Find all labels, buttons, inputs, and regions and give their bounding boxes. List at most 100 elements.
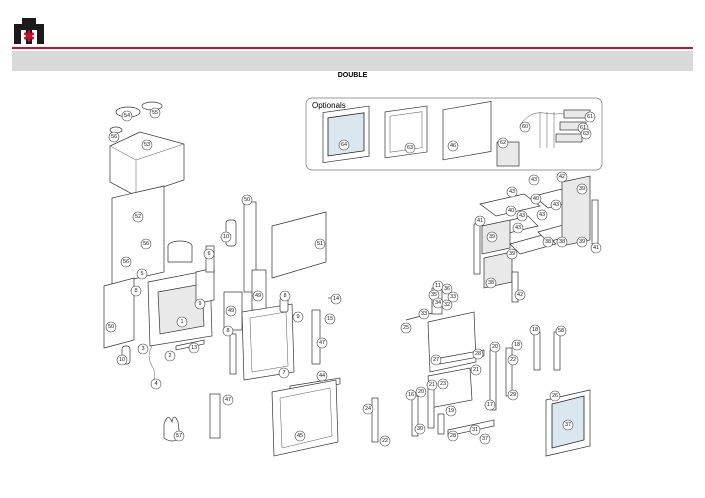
optional-glass-door xyxy=(322,105,370,164)
callout-number: 43 xyxy=(509,189,515,195)
callout-45: 45 xyxy=(294,430,306,442)
callout-37: 37 xyxy=(562,419,574,431)
callout-number: 31 xyxy=(472,427,478,433)
callout-23: 23 xyxy=(437,378,449,390)
callout-25: 25 xyxy=(400,322,412,334)
callout-number: 56 xyxy=(123,259,129,265)
callout-1: 1 xyxy=(176,316,188,328)
callout-number: 43 xyxy=(539,212,545,218)
callout-number: 61 xyxy=(580,125,586,131)
callout-number: 13 xyxy=(191,345,197,351)
callout-17: 17 xyxy=(484,399,496,411)
callout-number: 40 xyxy=(533,196,539,202)
door-frame-8 xyxy=(241,303,295,381)
company-logo-icon xyxy=(12,14,46,46)
callout-51: 51 xyxy=(314,238,326,250)
callout-63: 63 xyxy=(580,128,592,140)
callout-number: 41 xyxy=(477,218,483,224)
callout-16: 16 xyxy=(405,389,417,401)
callout-50: 50 xyxy=(241,194,253,206)
callout-number: 56 xyxy=(111,134,117,140)
rail-47b xyxy=(209,393,221,439)
callout-28: 28 xyxy=(447,430,459,442)
top-hood xyxy=(109,131,185,197)
callout-number: 52 xyxy=(135,214,141,220)
callout-number: 42 xyxy=(559,174,565,180)
callout-22: 22 xyxy=(379,435,391,447)
callout-number: 32 xyxy=(444,302,450,308)
callout-number: 28 xyxy=(450,433,456,439)
callout-35: 35 xyxy=(428,289,440,301)
callout-18: 18 xyxy=(511,339,523,351)
callout-number: 44 xyxy=(319,373,325,379)
callout-33: 33 xyxy=(447,291,459,303)
callout-39: 39 xyxy=(506,248,518,260)
frame-45 xyxy=(271,379,339,457)
callout-number: 3 xyxy=(141,346,144,352)
callout-11: 11 xyxy=(432,280,444,292)
callout-3: 3 xyxy=(137,343,149,355)
callout-43: 43 xyxy=(506,186,518,198)
callout-number: 39 xyxy=(509,251,515,257)
callout-47: 47 xyxy=(222,394,234,406)
callout-number: 20 xyxy=(418,389,424,395)
callout-number: 34 xyxy=(435,300,441,306)
callout-number: 39 xyxy=(489,234,495,240)
callout-number: 46 xyxy=(450,143,456,149)
callout-number: 17 xyxy=(487,402,493,408)
callout-number: 30 xyxy=(417,426,423,432)
callout-43: 43 xyxy=(528,174,540,186)
callout-39: 39 xyxy=(486,231,498,243)
callout-number: 36 xyxy=(444,286,450,292)
callout-50: 50 xyxy=(105,321,117,333)
callout-number: 62 xyxy=(500,140,506,146)
callout-15: 15 xyxy=(324,313,336,325)
rail-47 xyxy=(311,309,321,365)
callout-number: 43 xyxy=(553,202,559,208)
callout-number: 10 xyxy=(223,234,229,240)
callout-number: 26 xyxy=(552,393,558,399)
callout-number: 24 xyxy=(365,406,371,412)
callout-number: 56 xyxy=(143,241,149,247)
callout-28: 28 xyxy=(472,348,484,360)
callout-number: 20 xyxy=(492,344,498,350)
callout-4: 4 xyxy=(150,378,162,390)
callout-42: 42 xyxy=(514,289,526,301)
callout-13: 13 xyxy=(188,342,200,354)
callout-number: 61 xyxy=(587,114,593,120)
callout-8: 8 xyxy=(222,325,234,337)
optional-panel xyxy=(442,101,492,161)
callout-38: 38 xyxy=(485,277,497,289)
callout-39: 39 xyxy=(576,236,588,248)
part-49 xyxy=(251,269,267,311)
callout-14: 14 xyxy=(330,293,342,305)
callout-number: 45 xyxy=(297,433,303,439)
callout-number: 35 xyxy=(431,292,437,298)
callout-38: 38 xyxy=(556,236,568,248)
callout-46: 46 xyxy=(447,140,459,152)
callout-number: 2 xyxy=(168,353,171,359)
callout-number: 53 xyxy=(144,142,150,148)
callout-number: 55 xyxy=(152,110,158,116)
callout-number: 49 xyxy=(255,293,261,299)
callout-number: 28 xyxy=(475,351,481,357)
callout-39: 39 xyxy=(576,183,588,195)
callout-number: 5 xyxy=(140,271,143,277)
callout-30: 30 xyxy=(414,423,426,435)
callout-24: 24 xyxy=(362,403,374,415)
callout-number: 11 xyxy=(435,283,441,289)
callout-61: 61 xyxy=(584,111,596,123)
callout-number: 15 xyxy=(327,316,333,322)
callout-22: 22 xyxy=(507,354,519,366)
callout-27: 27 xyxy=(430,354,442,366)
callout-number: 63 xyxy=(407,145,413,151)
callout-32: 32 xyxy=(441,299,453,311)
callout-number: 25 xyxy=(403,325,409,331)
callout-number: 18 xyxy=(532,327,538,333)
callout-2: 2 xyxy=(164,350,176,362)
callout-number: 21 xyxy=(473,367,479,373)
side-panel-left xyxy=(111,185,165,285)
callout-56: 56 xyxy=(108,131,120,143)
